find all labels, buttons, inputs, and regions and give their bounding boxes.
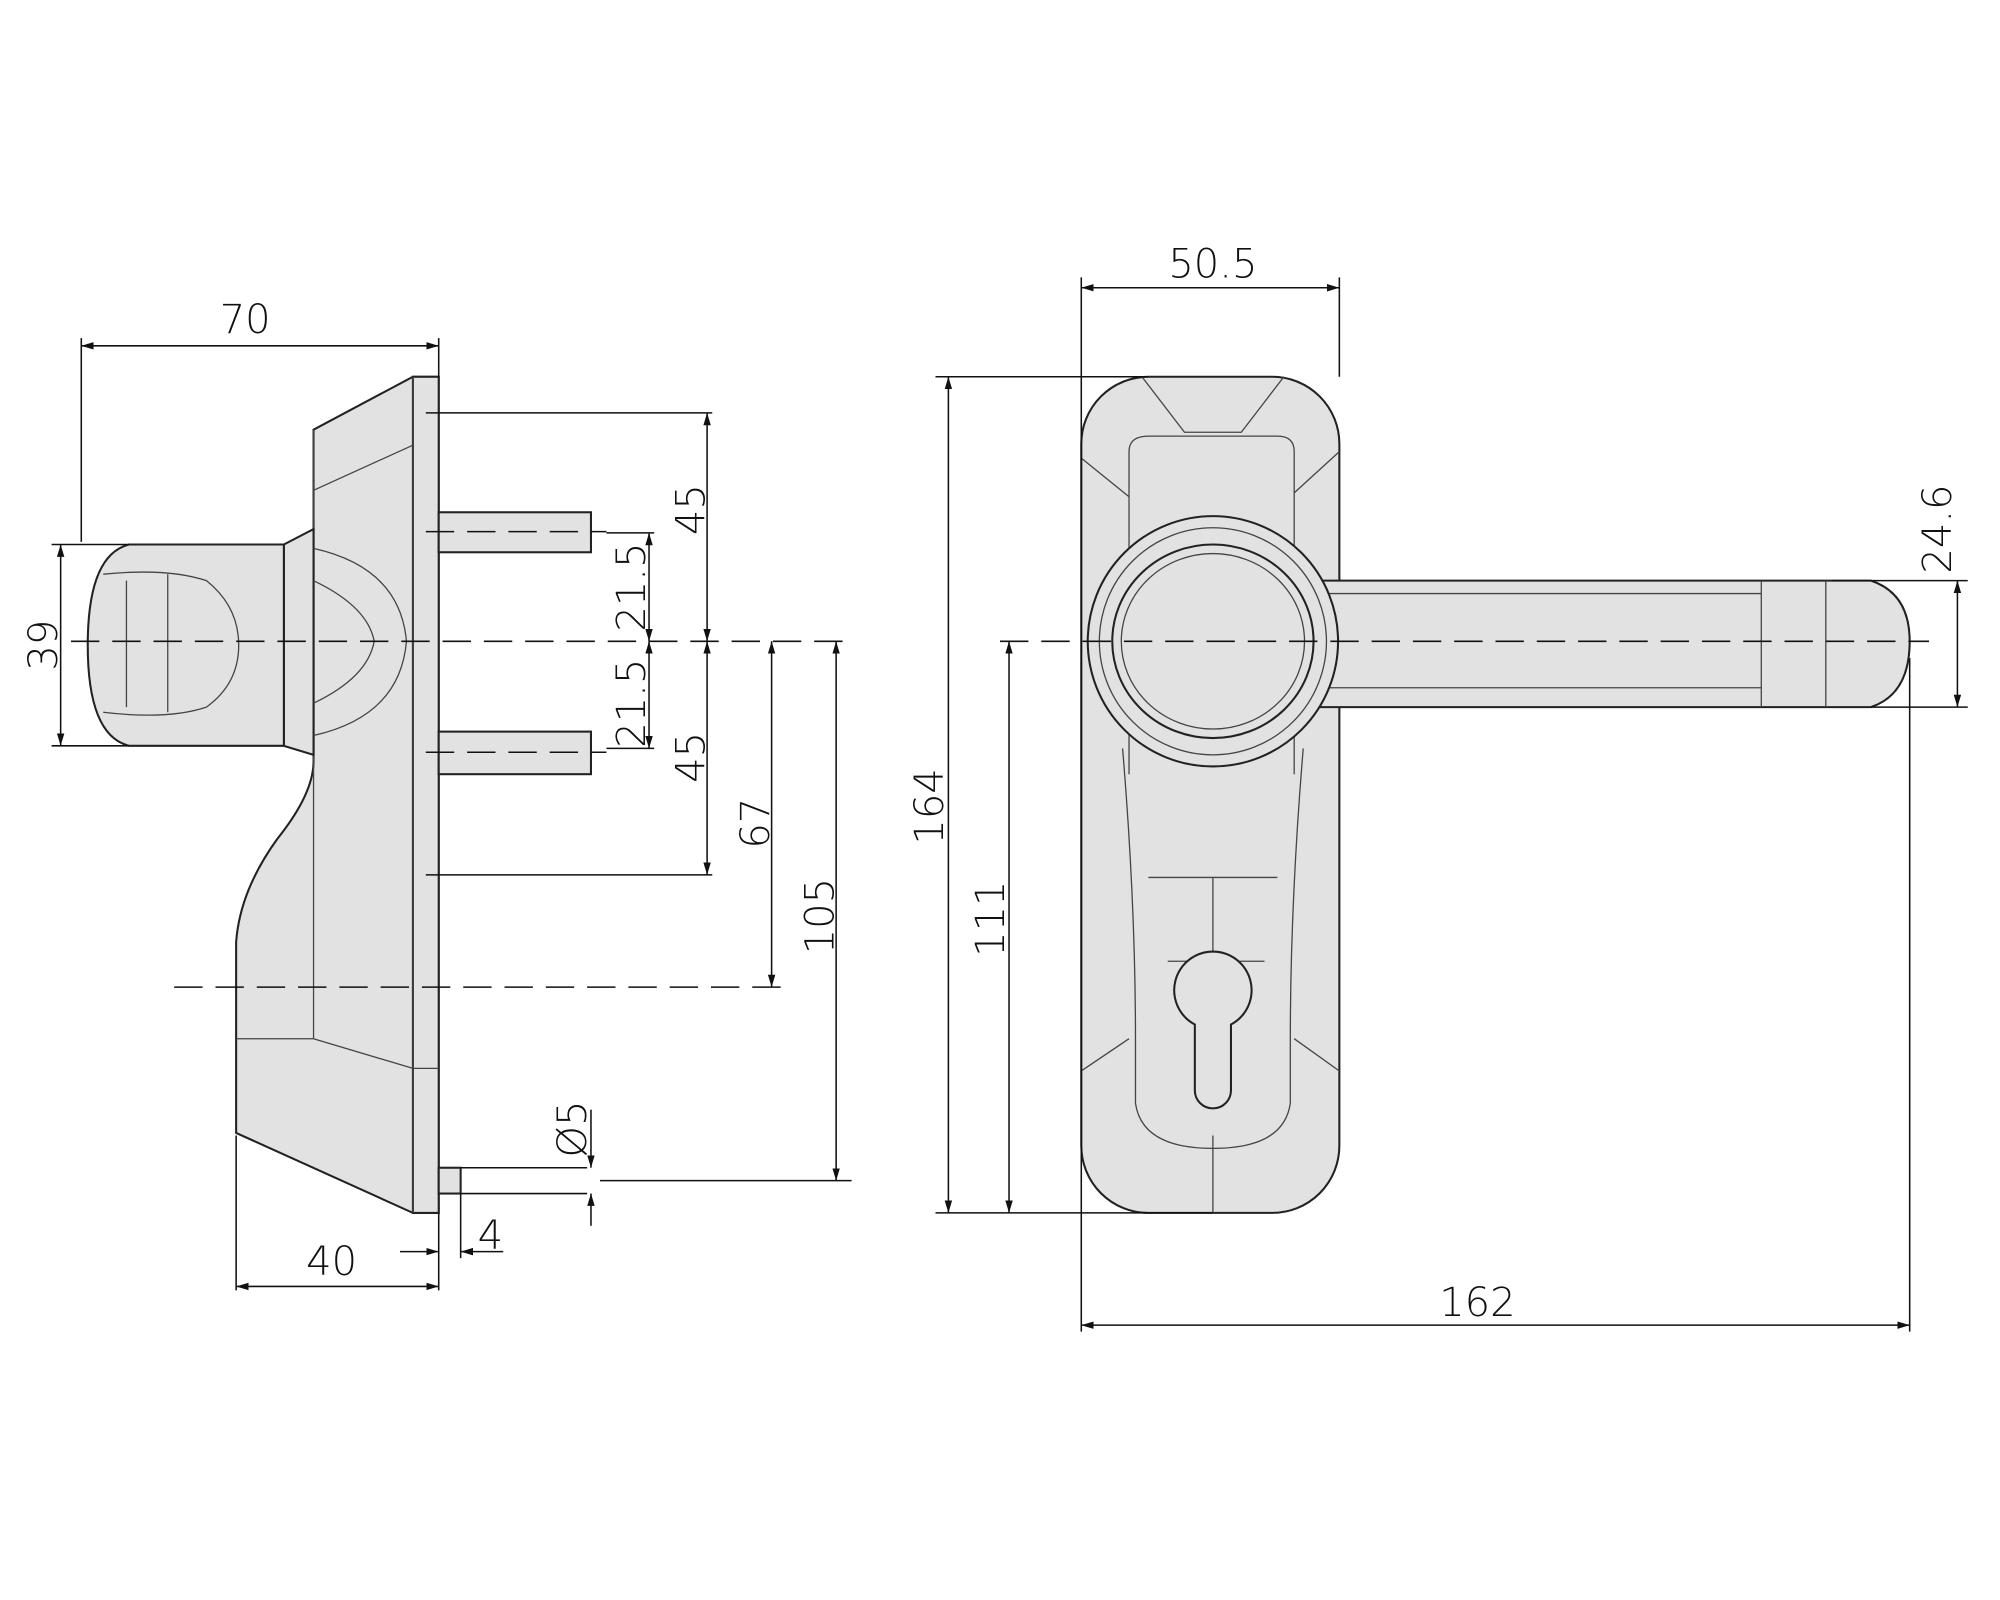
dim-24-6: 24.6 [1915,485,1961,574]
side-view: 70 39 45 21.5 21.5 45 67 105 Ø5 4 40 [21,297,852,1291]
front-view: 50.5 164 111 24.6 162 [907,241,1968,1332]
dim-4: 4 [478,1213,503,1259]
dim-21-5-upper: 21.5 [609,543,655,632]
dim-105: 105 [798,878,844,954]
dim-111: 111 [968,881,1014,957]
dim-164: 164 [907,768,953,844]
dim-40: 40 [306,1239,357,1285]
back-plate [411,375,440,1214]
handle-body-side [235,375,440,1214]
dim-21-5-lower: 21.5 [609,659,655,748]
dim-45-upper: 45 [669,484,715,535]
dim-pin-diameter: Ø5 [550,1101,596,1158]
dim-67: 67 [733,798,779,849]
cylinder-keyhole [1173,950,1253,1110]
locating-pin [437,1166,462,1195]
dim-50-5: 50.5 [1168,241,1257,287]
dim-70: 70 [220,297,271,343]
knob-side [86,543,285,747]
dim-45-lower: 45 [669,732,715,783]
dim-39: 39 [21,620,67,671]
dim-162: 162 [1439,1280,1515,1326]
